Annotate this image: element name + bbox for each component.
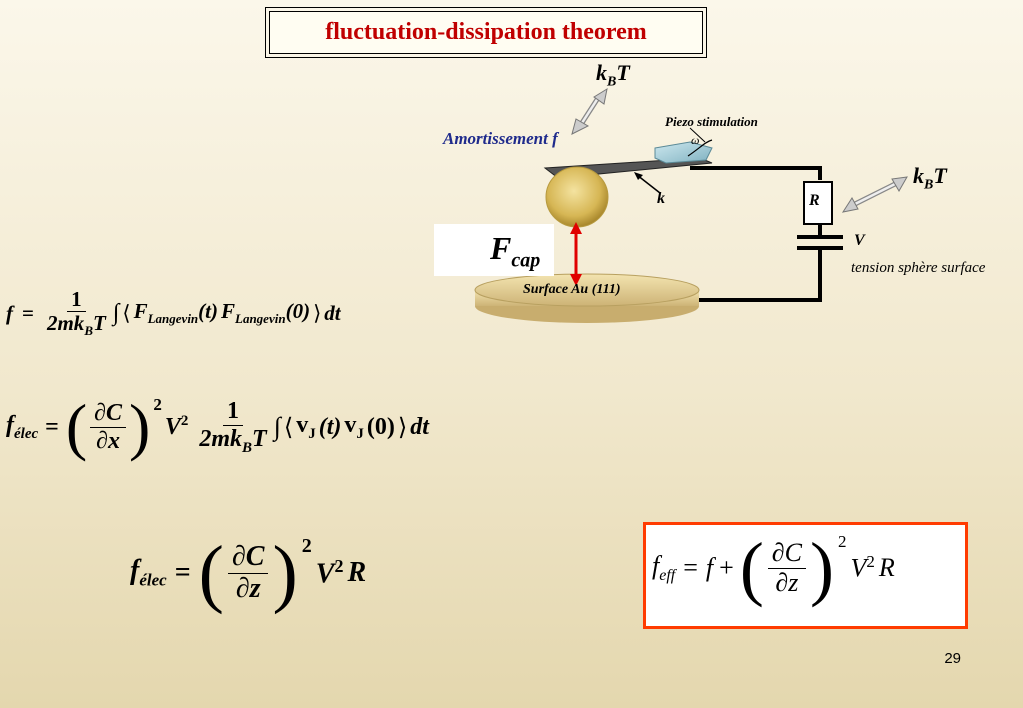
thermal-arrow-top [571,87,608,135]
eq2-paren-open: ( [65,391,88,462]
slide-title: fluctuation-dissipation theorem [325,19,647,45]
sphere [545,166,609,228]
k-pointer [636,174,661,194]
k-pointer-head [634,172,643,180]
piezo-pointer [689,127,706,143]
eq2-derivative: ∂C ∂x [90,400,127,454]
force-arrow-head-bottom [570,274,582,286]
title-frame: fluctuation-dissipation theorem [265,7,707,58]
k-label: k [657,190,665,207]
eq2-paren-close: ) [129,391,151,462]
eq1-fraction: 1 2mkBT [46,287,106,339]
v-label: V [854,232,865,249]
omega-label: ω [691,133,700,147]
eq4-paren-close: ) [810,528,834,608]
page-number: 29 [944,650,961,667]
afm-diagram [474,87,908,323]
title-inner-frame: fluctuation-dissipation theorem [269,11,703,54]
equation-2: félec = ( ∂C ∂x ) 2 V2 1 2mkBT ∫ ⟨ vJ (t… [6,391,429,462]
circuit-wire-bottom [698,249,822,302]
equation-1: f = 1 2mkBT ∫ ⟨ FLangevin(t) FLangevin(0… [6,287,341,339]
eq3-paren-open: ( [198,531,224,615]
tension-label: tension sphère surface [851,260,986,276]
kbt-top-label: kBT [596,60,630,90]
force-arrow-head-top [570,222,582,234]
equation-4: feff = f + ( ∂C ∂z ) 2 V2 R [652,528,895,608]
piezo-omega-arrow [687,139,713,157]
eq3-paren-close: ) [272,531,298,615]
fcap-box [434,224,554,276]
kbt-right-label: kBT [913,163,947,193]
fcap-label: Fcap [490,230,541,272]
equation-3: félec = ( ∂C ∂z ) 2 V2 R [130,531,367,615]
circuit-wire-top [690,166,822,180]
eq3-derivative: ∂C ∂z [227,541,269,605]
piezo-label: Piezo stimulation [665,114,758,129]
surface-label: Surface Au (111) [523,282,621,297]
piezo-block [654,141,713,164]
amortissement-label: Amortissement f [443,129,558,148]
thermal-arrow-right [841,176,908,213]
eq2-fraction: 1 2mkBT [199,398,267,456]
eq4-derivative: ∂C ∂z [767,538,806,597]
eq4-paren-open: ( [739,528,764,608]
effective-damping-box [643,522,968,629]
surface-top [474,273,700,307]
r-label: R [809,192,820,209]
